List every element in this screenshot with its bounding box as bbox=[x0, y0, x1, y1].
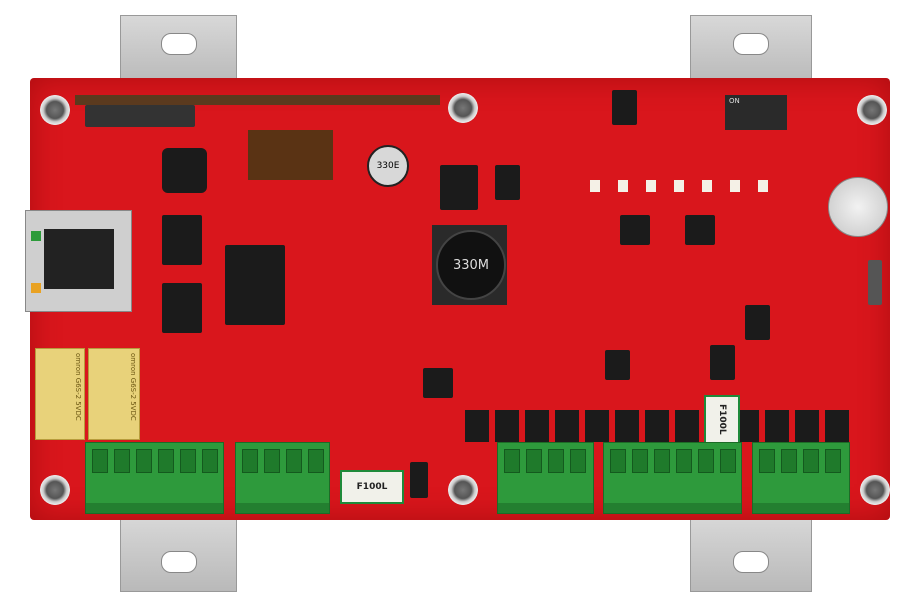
mounting-bracket-top-left bbox=[120, 15, 237, 85]
fuse-label: F100L bbox=[717, 404, 727, 435]
terminal-block-6 bbox=[603, 442, 742, 514]
screw-icon bbox=[40, 475, 70, 505]
power-inductor: 330M bbox=[432, 225, 507, 305]
usb-port bbox=[868, 260, 882, 305]
tape-covered-component bbox=[248, 130, 333, 180]
dip-switch[interactable]: ON bbox=[725, 95, 787, 130]
dip-switch-label: ON bbox=[729, 97, 740, 105]
ic-chip bbox=[620, 215, 650, 245]
relay-right: omron G6S-2 5VDC bbox=[88, 348, 140, 440]
inductor-marking: 330M bbox=[452, 257, 490, 273]
ic-chip bbox=[745, 305, 770, 340]
small-inductor bbox=[162, 148, 207, 193]
terminal-block-4 bbox=[752, 442, 850, 514]
jumper bbox=[410, 462, 428, 498]
mounting-bracket-bottom-left bbox=[120, 515, 237, 592]
fuse-right: F100L bbox=[704, 395, 740, 444]
mounting-bracket-top-right bbox=[690, 15, 812, 85]
pin-header-strip bbox=[75, 95, 440, 105]
screw-icon bbox=[857, 95, 887, 125]
relay-label: omron G6S-2 5VDC bbox=[129, 353, 137, 421]
ethernet-jack bbox=[25, 210, 132, 312]
fuse-bottom: F100L bbox=[340, 470, 404, 504]
relay-label: omron G6S-2 5VDC bbox=[74, 353, 82, 421]
terminal-block-4 bbox=[497, 442, 594, 514]
electrolytic-capacitor: 330E bbox=[367, 145, 409, 187]
ic-chip bbox=[605, 350, 630, 380]
screw-icon bbox=[448, 93, 478, 123]
mounting-bracket-bottom-right bbox=[690, 515, 812, 592]
ic-chip bbox=[162, 283, 202, 333]
ethernet-controller-ic bbox=[225, 245, 285, 325]
screw-icon bbox=[860, 475, 890, 505]
ic-chip bbox=[423, 368, 453, 398]
ic-chip bbox=[685, 215, 715, 245]
terminal-block-6 bbox=[85, 442, 224, 514]
transistor-row bbox=[465, 410, 855, 442]
ic-chip bbox=[162, 215, 202, 265]
fuse-label: F100L bbox=[356, 482, 388, 492]
screw-icon bbox=[40, 95, 70, 125]
ic-chip bbox=[440, 165, 478, 210]
terminal-block-4 bbox=[235, 442, 330, 514]
ic-chip bbox=[495, 165, 520, 200]
module-connector bbox=[85, 105, 195, 127]
coin-battery bbox=[828, 177, 888, 237]
relay-left: omron G6S-2 5VDC bbox=[35, 348, 85, 440]
ic-chip bbox=[710, 345, 735, 380]
ic-chip bbox=[612, 90, 637, 125]
led-row bbox=[590, 180, 770, 192]
screw-icon bbox=[448, 475, 478, 505]
capacitor-marking: 330E bbox=[376, 161, 400, 171]
